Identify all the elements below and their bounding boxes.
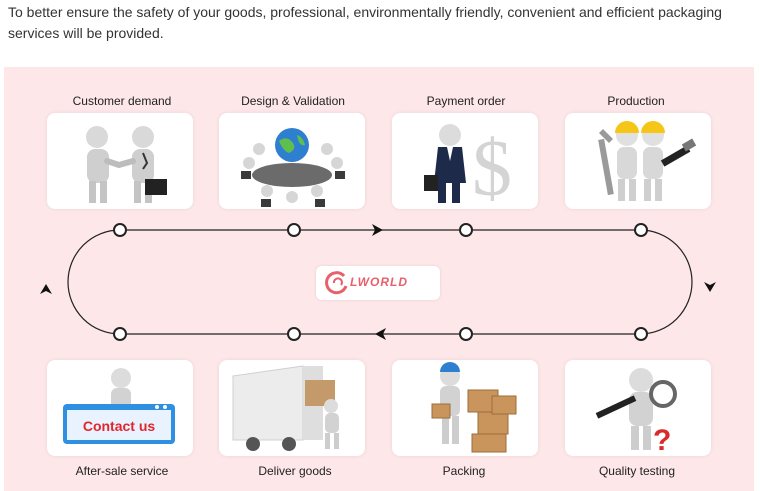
arrow-down-icon bbox=[704, 282, 716, 292]
arrow-up-icon bbox=[40, 284, 52, 294]
arrow-left-icon bbox=[375, 328, 386, 340]
handshake-people-icon bbox=[47, 113, 193, 209]
step-label-design-validation: Design & Validation bbox=[241, 94, 345, 108]
step-label-customer-demand: Customer demand bbox=[72, 94, 172, 108]
flow-node-design-validation bbox=[287, 223, 301, 237]
company-logo: LWORLD bbox=[316, 266, 440, 300]
logo-swirl-icon bbox=[325, 271, 348, 295]
flow-node-quality-testing bbox=[634, 327, 648, 341]
workers-tools-icon bbox=[565, 113, 711, 209]
contact-us-icon: Contact us bbox=[47, 360, 193, 456]
flow-node-packing bbox=[459, 327, 473, 341]
flow-node-deliver-goods bbox=[287, 327, 301, 341]
intro-text: To better ensure the safety of your good… bbox=[8, 4, 722, 41]
svg-text:?: ? bbox=[653, 424, 671, 456]
logo-text: LWORLD bbox=[350, 275, 408, 289]
step-label-quality-testing: Quality testing bbox=[598, 464, 676, 478]
step-label-deliver-goods: Deliver goods bbox=[258, 464, 332, 478]
contact-us-sign-text: Contact us bbox=[83, 418, 156, 434]
dollar-payment-icon: $ bbox=[392, 113, 538, 209]
svg-text:$: $ bbox=[472, 125, 512, 209]
flow-node-payment-order bbox=[459, 223, 473, 237]
delivery-truck-icon bbox=[219, 360, 365, 456]
step-label-after-sale-service: After-sale service bbox=[75, 464, 169, 478]
globe-meeting-icon bbox=[219, 113, 365, 209]
flow-node-customer-demand bbox=[113, 223, 127, 237]
flow-node-production bbox=[634, 223, 648, 237]
flow-node-after-sale bbox=[113, 327, 127, 341]
magnifier-inspection-icon: ? bbox=[565, 360, 711, 456]
step-label-payment-order: Payment order bbox=[426, 94, 506, 108]
packing-boxes-icon bbox=[392, 360, 538, 456]
arrow-right-icon bbox=[372, 224, 383, 236]
step-label-packing: Packing bbox=[442, 464, 486, 478]
step-label-production: Production bbox=[607, 94, 665, 108]
